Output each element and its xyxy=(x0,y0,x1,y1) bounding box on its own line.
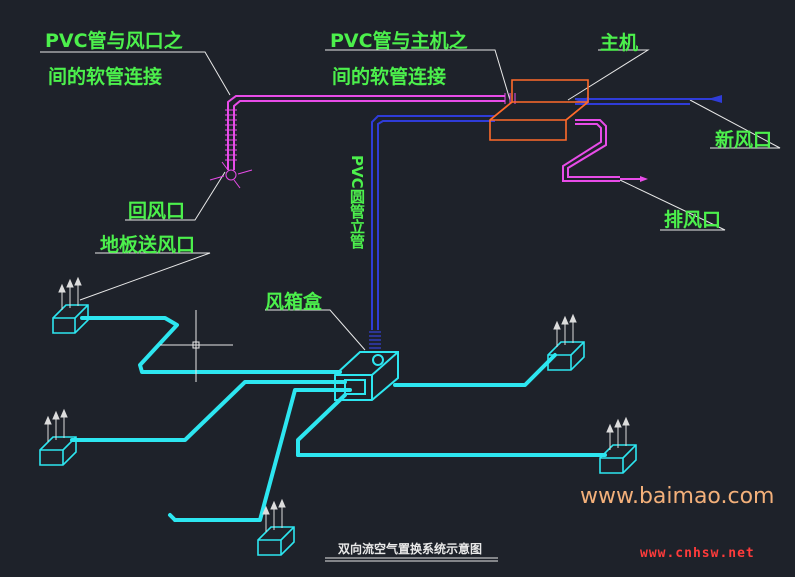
return-ducts xyxy=(227,95,640,182)
vent-arrows-1 xyxy=(58,276,82,310)
label-air-box: 风箱盒 xyxy=(265,291,323,313)
leader-floor-vent xyxy=(79,252,211,301)
air-box-collar xyxy=(372,354,384,366)
leader-pvc-host xyxy=(325,49,511,101)
riser-flex-segment xyxy=(369,331,381,349)
label-return-vent: 回风口 xyxy=(128,200,186,222)
label-pvc-to-vent-line1: PVC管与风口之 xyxy=(45,30,183,52)
duct-end xyxy=(168,513,177,522)
leader-pvc-vent xyxy=(40,51,231,96)
floor-vent-5 xyxy=(599,444,637,474)
vent-arrows-2 xyxy=(44,408,68,442)
cad-crosshair-icon[interactable] xyxy=(160,310,233,382)
title-underline xyxy=(325,557,498,562)
vent-arrows-4 xyxy=(553,313,577,347)
vent-arrows xyxy=(44,276,630,532)
host-unit xyxy=(489,79,589,141)
fresh-air-inlet-arrow xyxy=(575,97,589,105)
label-pvc-to-vent-line2: 间的软管连接 xyxy=(48,66,163,88)
floor-vents xyxy=(39,304,637,556)
floor-vent-3 xyxy=(257,526,295,556)
pvc-riser-pipe xyxy=(371,98,720,330)
label-pvc-to-host-line1: PVC管与主机之 xyxy=(330,30,468,52)
label-exhaust-outlet: 排风口 xyxy=(664,209,722,231)
leader-exhaust xyxy=(619,179,726,231)
leader-fresh xyxy=(689,99,781,149)
duct-upper-right xyxy=(393,353,557,387)
fresh-air-arrow xyxy=(708,95,722,103)
watermark-cnhsw: www.cnhsw.net xyxy=(640,546,755,561)
vent-arrows-5 xyxy=(606,416,630,450)
floor-vent-1 xyxy=(52,304,89,334)
duct-mid-left xyxy=(70,380,347,442)
leader-host xyxy=(567,49,650,101)
duct-long-stub xyxy=(296,393,347,457)
vent-arrows-3 xyxy=(262,498,286,532)
diagram-title: 双向流空气置换系统示意图 xyxy=(338,542,483,556)
air-box-shape xyxy=(334,351,399,401)
supply-ducts xyxy=(70,316,607,522)
label-floor-supply-vent: 地板送风口 xyxy=(100,234,196,256)
air-box-port xyxy=(344,379,366,395)
leader-lines xyxy=(40,49,781,351)
return-flex-segment xyxy=(225,93,516,161)
floor-vent-2 xyxy=(39,436,77,466)
label-pvc-to-host-line2: 间的软管连接 xyxy=(332,66,447,88)
return-vent-symbol xyxy=(209,161,253,189)
air-box-outline xyxy=(334,351,399,401)
duct-lower-left xyxy=(173,388,352,522)
label-host: 主机 xyxy=(600,32,639,54)
label-pvc-riser: PVC圆管立管 xyxy=(348,155,366,249)
duct-upper-left xyxy=(80,316,342,374)
exhaust-arrow xyxy=(640,176,648,182)
watermark-baimao: www.baimao.com xyxy=(580,484,775,509)
leader-air-box xyxy=(265,309,366,351)
floor-vent-4 xyxy=(547,341,585,371)
label-fresh-air-inlet: 新风口 xyxy=(715,129,773,151)
host-outline xyxy=(489,79,589,141)
leader-return xyxy=(125,171,226,221)
